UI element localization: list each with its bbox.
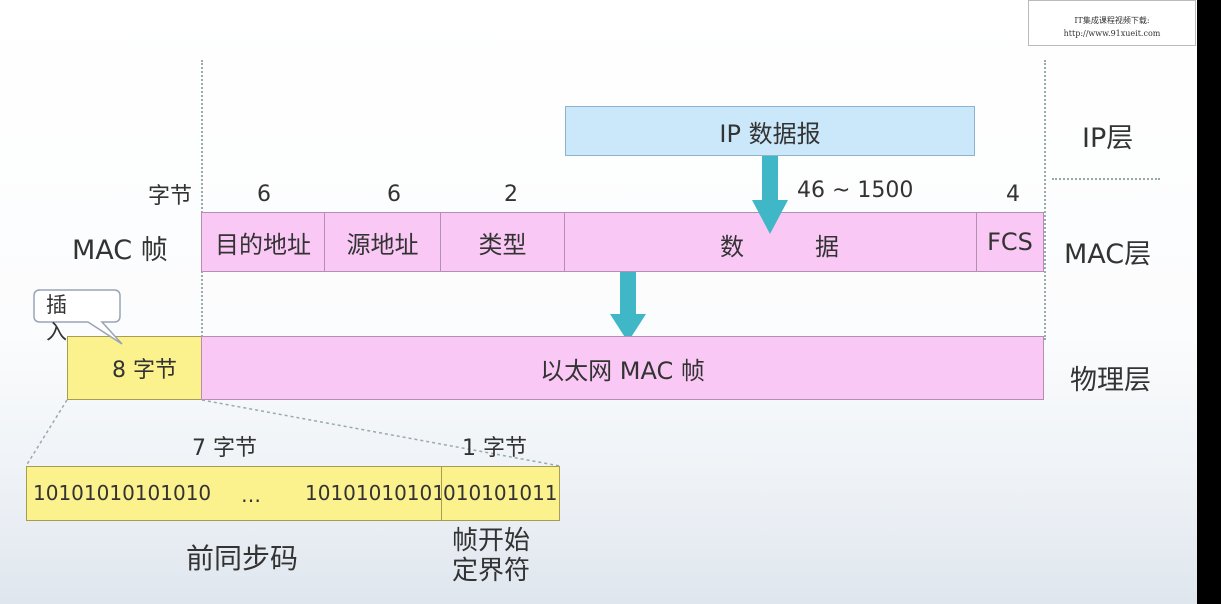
byte-count-data: 46 ~ 1500 [797,178,914,203]
byte-count-fcs: 4 [1006,182,1020,207]
sfd-label-line-2: 定界符 [452,556,531,586]
watermark-logo: IT集成课程视频下载: http://www.91xueit.com [1028,0,1196,46]
preamble-sync-label: 前同步码 [186,542,299,575]
ip-datagram-label: IP 数据报 [719,119,821,148]
field-src-label: 源地址 [346,230,419,259]
byte-count-dest: 6 [257,182,271,207]
preamble-bits-mid: 10101010101 [305,481,445,505]
physical-layer-label: 物理层 [1070,365,1151,396]
ethernet-mac-frame-box: 以太网 MAC 帧 [201,336,1044,400]
preamble-prefix-box: 8 字节 [67,336,202,400]
ip-datagram-box: IP 数据报 [565,106,975,156]
sfd-bits: 010101011 [443,481,558,505]
mac-frame-row-label: MAC 帧 [72,235,168,266]
field-fcs: FCS [976,212,1044,272]
field-data-label-2: 据 [815,233,839,261]
field-data-label-1: 数 [720,233,744,261]
arrow-mac-to-phy-shaft [620,272,636,318]
bytes-unit-label: 字节 [148,184,193,209]
logo-line-2: http://www.91xueit.com [1063,29,1161,38]
layer-divider [1052,178,1160,180]
logo-line-1: IT集成课程视频下载: [1074,16,1150,25]
preamble-bits-left: 10101010101010 [33,481,212,505]
field-dest-address: 目的地址 [201,212,325,272]
insert-callout-bubble [33,289,123,345]
mac-layer-label: MAC层 [1064,239,1152,270]
arrow-ip-to-mac-icon [752,200,788,234]
zoom-guide-lines [25,399,561,467]
seven-bytes-label: 7 字节 [192,436,257,461]
ethernet-frame-label: 以太网 MAC 帧 [540,356,705,385]
one-byte-label: 1 字节 [462,436,527,461]
arrow-ip-to-mac-shaft [762,156,778,202]
preamble-ellipsis: … [241,483,261,507]
field-type-label: 类型 [478,230,527,259]
field-type: 类型 [440,212,565,272]
prefix-bytes-label: 8 字节 [112,358,177,383]
byte-count-type: 2 [504,182,518,207]
sfd-box: 010101011 [441,466,560,521]
field-fcs-label: FCS [987,228,1033,256]
ip-layer-label: IP层 [1082,123,1134,154]
guide-line-right [1044,60,1046,340]
insert-callout-text: 插入 [46,293,67,344]
byte-count-src: 6 [387,182,401,207]
sfd-label-line-1: 帧开始 [452,526,531,556]
arrow-mac-to-phy-icon [610,314,646,342]
preamble-sync-box: 10101010101010 … 10101010101 [26,466,445,521]
field-src-address: 源地址 [324,212,441,272]
field-dest-label: 目的地址 [215,230,311,259]
window-edge [1197,0,1221,604]
